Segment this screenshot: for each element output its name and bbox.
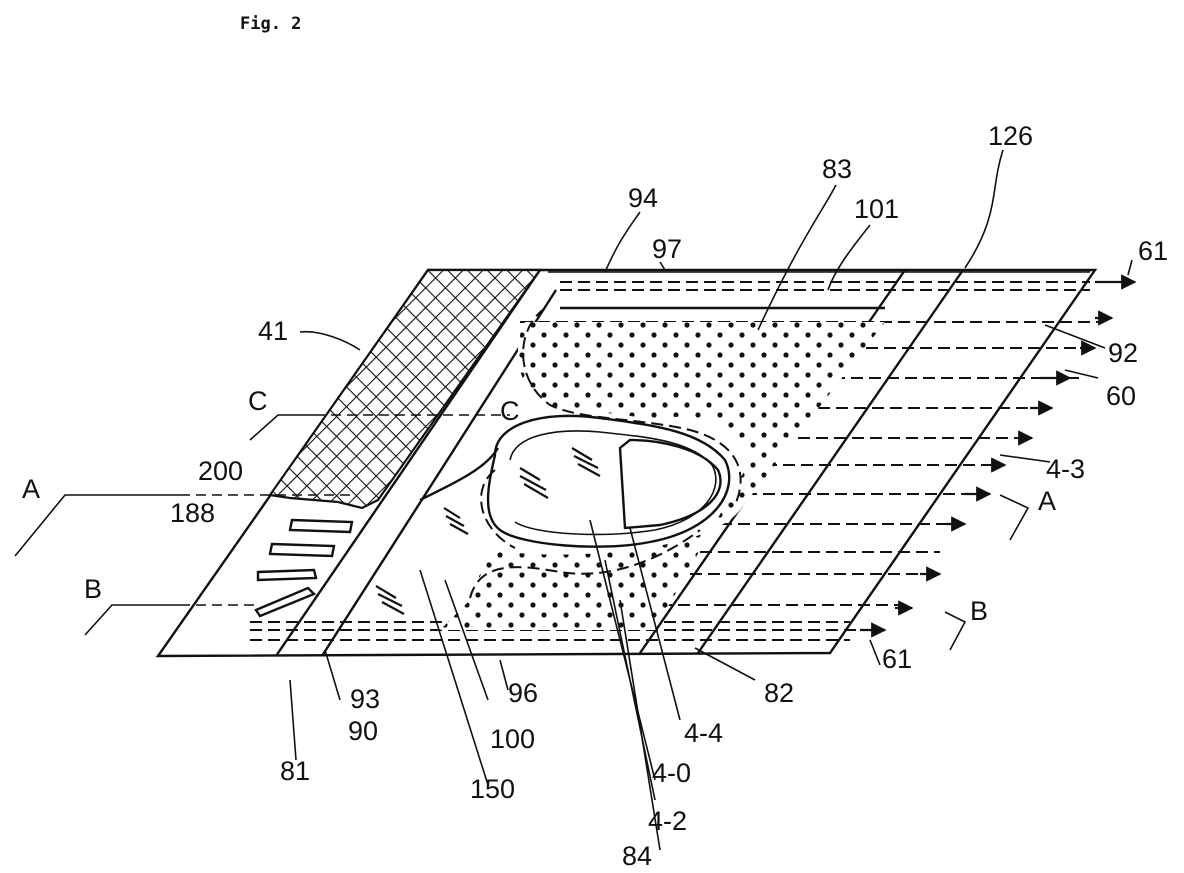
- label-b-left: B: [84, 574, 102, 604]
- label-126: 126: [988, 121, 1033, 151]
- label-b-right: B: [970, 596, 988, 626]
- label-96: 96: [508, 678, 538, 708]
- label-101: 101: [854, 194, 899, 224]
- label-84: 84: [622, 841, 652, 871]
- label-94: 94: [628, 183, 658, 213]
- label-4-4: 4-4: [684, 718, 723, 748]
- label-81: 81: [280, 756, 310, 786]
- label-4-2: 4-2: [648, 806, 687, 836]
- label-41: 41: [258, 316, 288, 346]
- label-a-right: A: [1038, 486, 1056, 516]
- label-150: 150: [470, 774, 515, 804]
- label-61-top: 61: [1138, 236, 1168, 266]
- label-200: 200: [198, 456, 243, 486]
- label-c-center: C: [500, 396, 520, 426]
- label-90: 90: [348, 716, 378, 746]
- label-83: 83: [822, 154, 852, 184]
- wing-curve: [420, 448, 498, 500]
- label-93: 93: [350, 684, 380, 714]
- label-100: 100: [490, 724, 535, 754]
- label-4-0: 4-0: [652, 758, 691, 788]
- label-82: 82: [764, 678, 794, 708]
- label-c-left: C: [248, 386, 268, 416]
- label-61-bottom: 61: [882, 644, 912, 674]
- flow-arrows: [860, 282, 1135, 630]
- label-188: 188: [170, 498, 215, 528]
- label-60: 60: [1106, 381, 1136, 411]
- label-4-3: 4-3: [1046, 454, 1085, 484]
- label-92: 92: [1108, 338, 1138, 368]
- label-97: 97: [652, 234, 682, 264]
- label-a-left: A: [22, 474, 40, 504]
